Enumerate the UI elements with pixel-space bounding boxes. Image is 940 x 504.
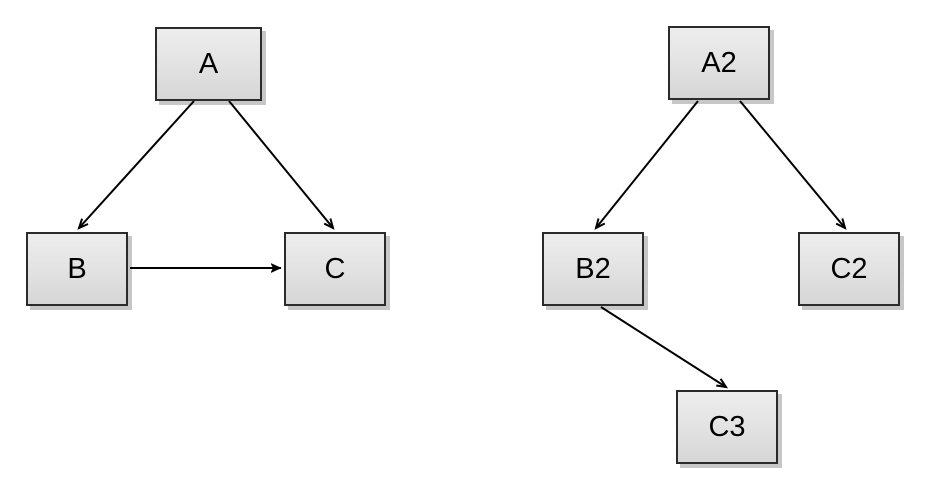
- node-label-a: A: [198, 47, 219, 80]
- edge-a-to-c[interactable]: [228, 100, 335, 230]
- node-b2[interactable]: B2: [542, 232, 644, 306]
- node-c[interactable]: C: [284, 232, 386, 306]
- edge-a2-to-c2[interactable]: [739, 100, 847, 230]
- node-a2[interactable]: A2: [668, 26, 770, 100]
- edge-b2-to-c3[interactable]: [600, 306, 729, 389]
- node-label-c2: C2: [830, 252, 868, 285]
- edge-a2-to-b2[interactable]: [594, 100, 699, 230]
- node-label-c3: C3: [708, 410, 746, 443]
- node-a[interactable]: A: [155, 27, 262, 101]
- node-b[interactable]: B: [26, 232, 128, 306]
- node-label-b: B: [67, 252, 87, 285]
- node-label-b2: B2: [575, 252, 611, 285]
- node-label-c: C: [324, 252, 346, 285]
- edges-group: [77, 100, 847, 389]
- node-c2[interactable]: C2: [798, 232, 900, 306]
- edge-a-to-b[interactable]: [77, 100, 195, 230]
- node-c3[interactable]: C3: [676, 390, 778, 464]
- node-label-a2: A2: [701, 46, 737, 79]
